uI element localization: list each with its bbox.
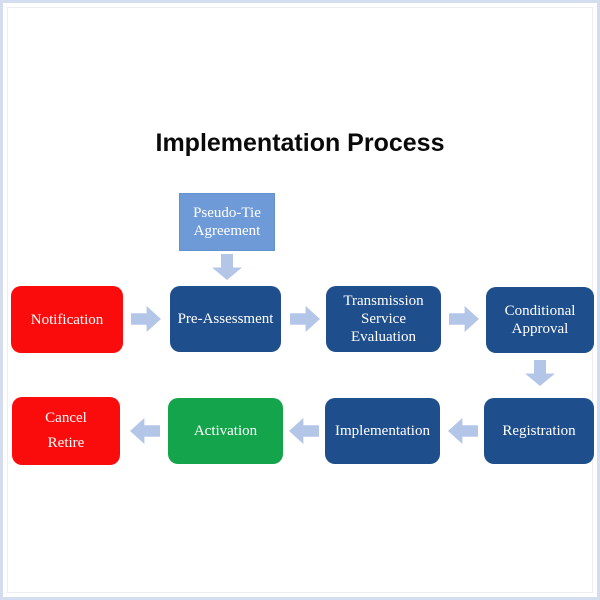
arrow-down-icon [525, 360, 555, 386]
arrow-right-icon [449, 306, 479, 332]
node-registration-label: Registration [502, 423, 576, 439]
arrow-right-icon [131, 306, 161, 332]
node-registration: Registration [484, 398, 594, 464]
node-pre-assessment-label: Pre-Assessment [177, 311, 274, 327]
node-cancel-retire: Cancel Retire [12, 397, 120, 465]
node-implementation: Implementation [325, 398, 440, 464]
page-title: Implementation Process [155, 129, 445, 157]
node-notification-label: Notification [30, 311, 104, 328]
arrow-left-icon [130, 418, 160, 444]
arrow-right-icon [290, 306, 320, 332]
node-activation: Activation [168, 398, 283, 464]
node-pre-assessment: Pre-Assessment [170, 286, 281, 352]
node-conditional-approval: Conditional Approval [486, 287, 594, 353]
arrow-down-icon [212, 254, 242, 280]
node-conditional-approval-label: Conditional Approval [504, 303, 576, 337]
node-pseudo-tie-agreement-label: Pseudo-Tie Agreement [193, 205, 261, 239]
node-transmission-service-evaluation-label: Transmission Service Evaluation [343, 293, 424, 345]
node-activation-label: Activation [193, 423, 258, 439]
node-pseudo-tie-agreement: Pseudo-Tie Agreement [179, 193, 275, 251]
arrow-left-icon [289, 418, 319, 444]
node-notification: Notification [11, 286, 123, 353]
arrow-left-icon [448, 418, 478, 444]
node-cancel-retire-label: Cancel Retire [45, 410, 87, 451]
node-transmission-service-evaluation: Transmission Service Evaluation [326, 286, 441, 352]
node-implementation-label: Implementation [335, 423, 430, 439]
